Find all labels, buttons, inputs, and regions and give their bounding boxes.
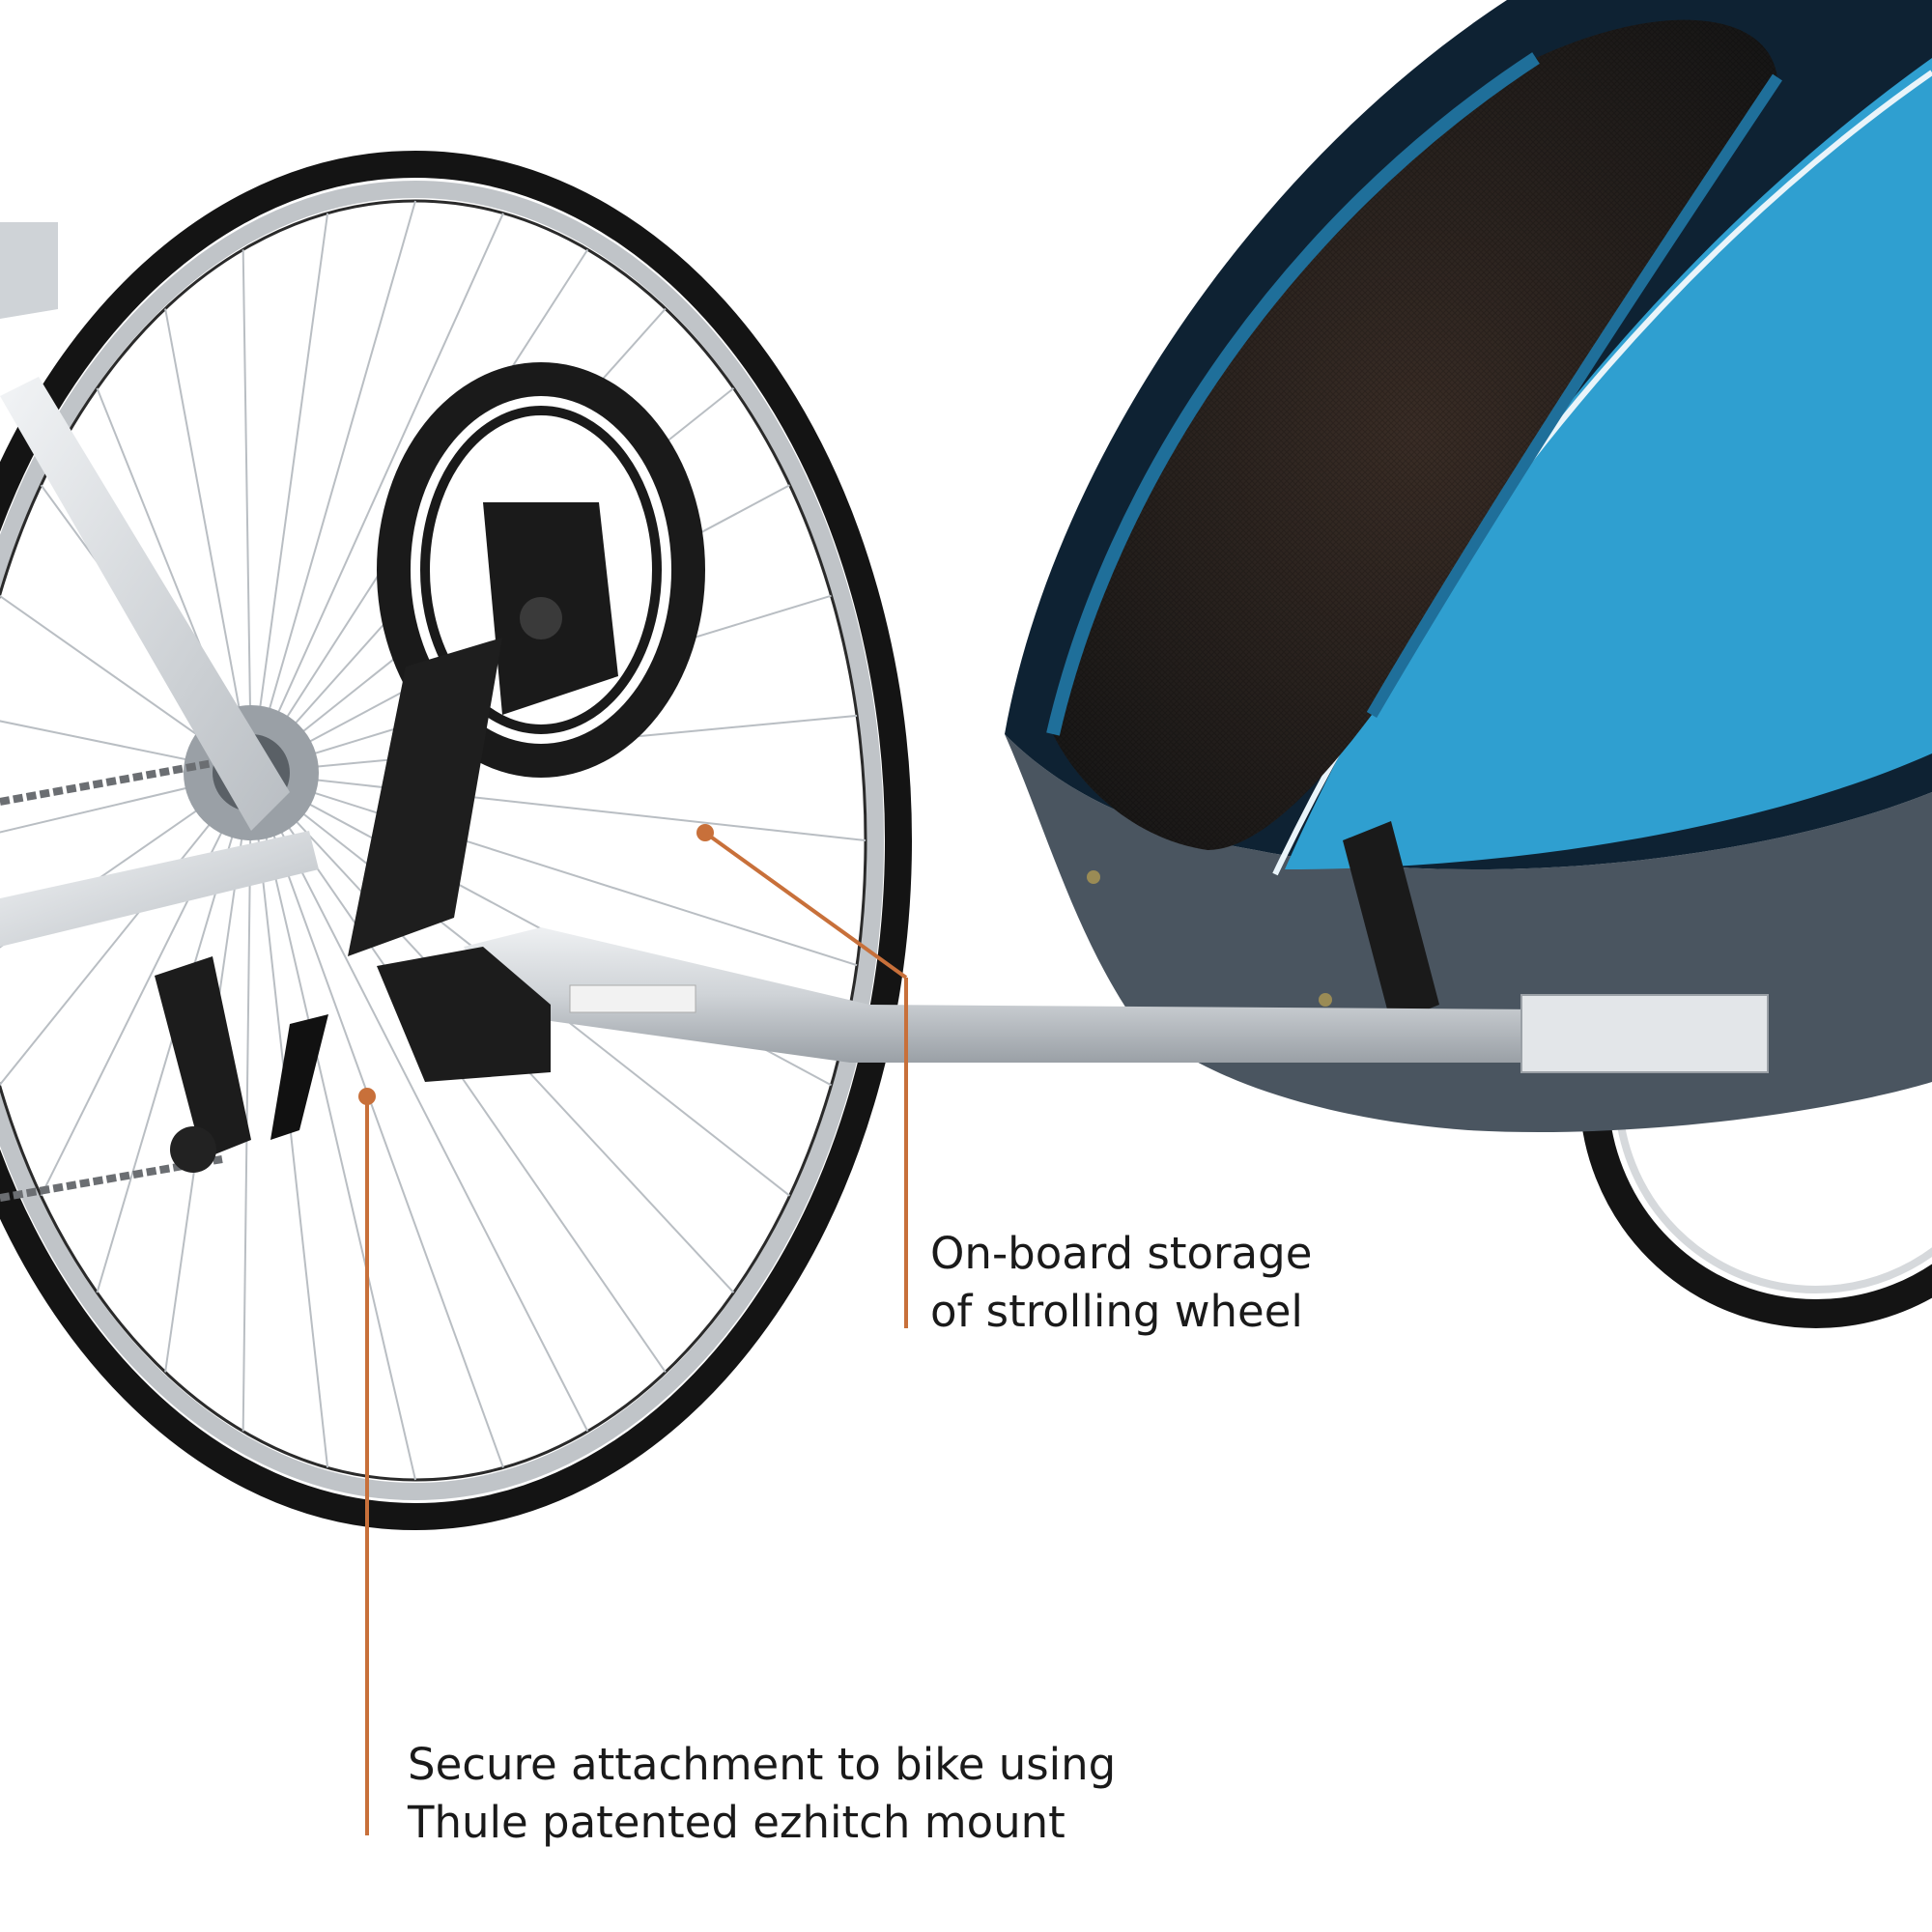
callout-hitch-text: Secure attachment to bike using Thule pa… bbox=[408, 1736, 1116, 1852]
callout-storage-text: On-board storage of strolling wheel bbox=[930, 1225, 1312, 1341]
callout-hitch-line1: Secure attachment to bike using bbox=[408, 1739, 1117, 1790]
callout-lines bbox=[358, 824, 908, 1835]
callout-storage-line1: On-board storage bbox=[930, 1228, 1313, 1279]
callout-hitch-line2: Thule patented ezhitch mount bbox=[408, 1797, 1065, 1848]
trailer-body bbox=[1005, 0, 1932, 1132]
bike-frame bbox=[0, 222, 319, 1202]
callout-storage-line2: of strolling wheel bbox=[930, 1286, 1303, 1337]
strolling-wheel bbox=[348, 362, 705, 956]
tow-arm bbox=[270, 927, 1769, 1140]
